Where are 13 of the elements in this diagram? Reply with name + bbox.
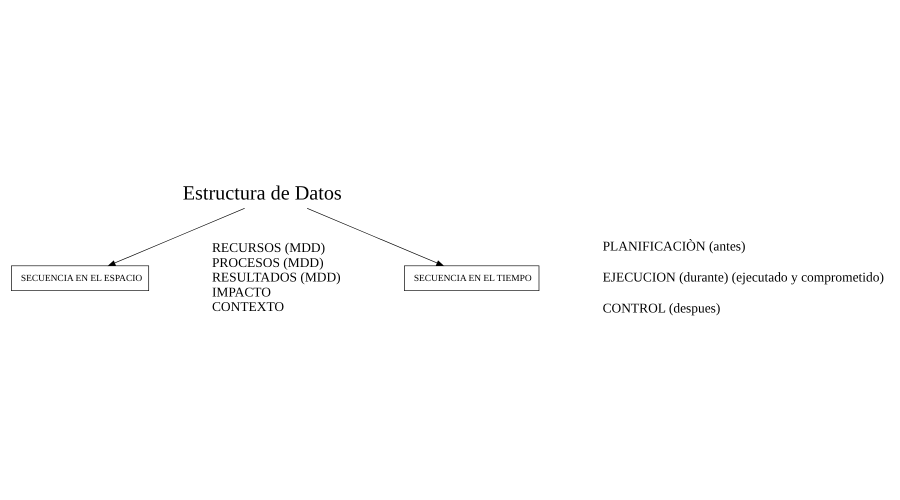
- node-label: RESULTADOS (MDD): [212, 270, 341, 285]
- node-label: RECURSOS (MDD): [212, 240, 326, 256]
- node-text: Estructura de Datos: [182, 182, 342, 205]
- node-label: PROCESOS (MDD): [212, 254, 324, 270]
- node-label: CONTEXTO: [212, 299, 284, 314]
- node-label: PLANIFICACIÒN (antes): [602, 238, 746, 254]
- node-label: IMPACTO: [212, 284, 271, 300]
- node-box: SECUENCIA EN EL TIEMPO: [404, 265, 540, 292]
- arrow: [107, 208, 245, 266]
- node-box: SECUENCIA EN EL ESPACIO: [11, 265, 150, 292]
- node-label: EJECUCION (durante) (ejecutado y comprometido): [602, 270, 884, 285]
- arrow: [306, 208, 444, 266]
- node-label: CONTROL (despues): [602, 300, 720, 316]
